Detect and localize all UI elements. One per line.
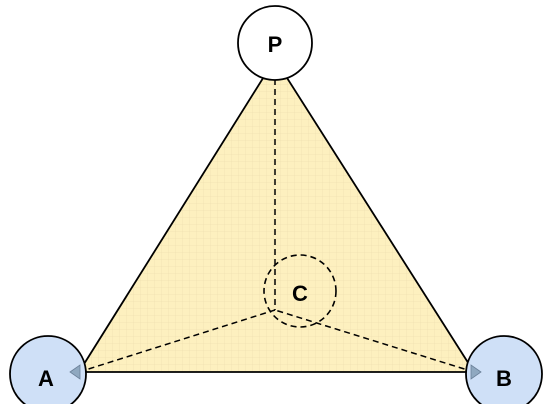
node-c-circle <box>263 254 337 328</box>
node-p-circle <box>237 5 313 81</box>
node-c[interactable]: C <box>263 254 337 328</box>
node-a[interactable]: A <box>9 335 87 409</box>
node-p-label: P <box>268 32 283 57</box>
node-c-label: C <box>292 281 308 306</box>
triangle-outline <box>77 57 476 373</box>
node-a-arrow-tip <box>69 364 81 380</box>
edge-a-c <box>78 309 276 373</box>
node-p[interactable]: P <box>237 5 313 81</box>
node-b-arrow-tip <box>470 364 482 380</box>
node-b[interactable]: B <box>465 335 543 409</box>
node-b-label: B <box>496 366 512 391</box>
node-a-circle <box>9 335 87 409</box>
edge-b-c <box>274 309 475 373</box>
triangle-grid <box>79 59 474 372</box>
node-b-circle <box>465 335 543 409</box>
node-a-label: A <box>38 366 54 391</box>
